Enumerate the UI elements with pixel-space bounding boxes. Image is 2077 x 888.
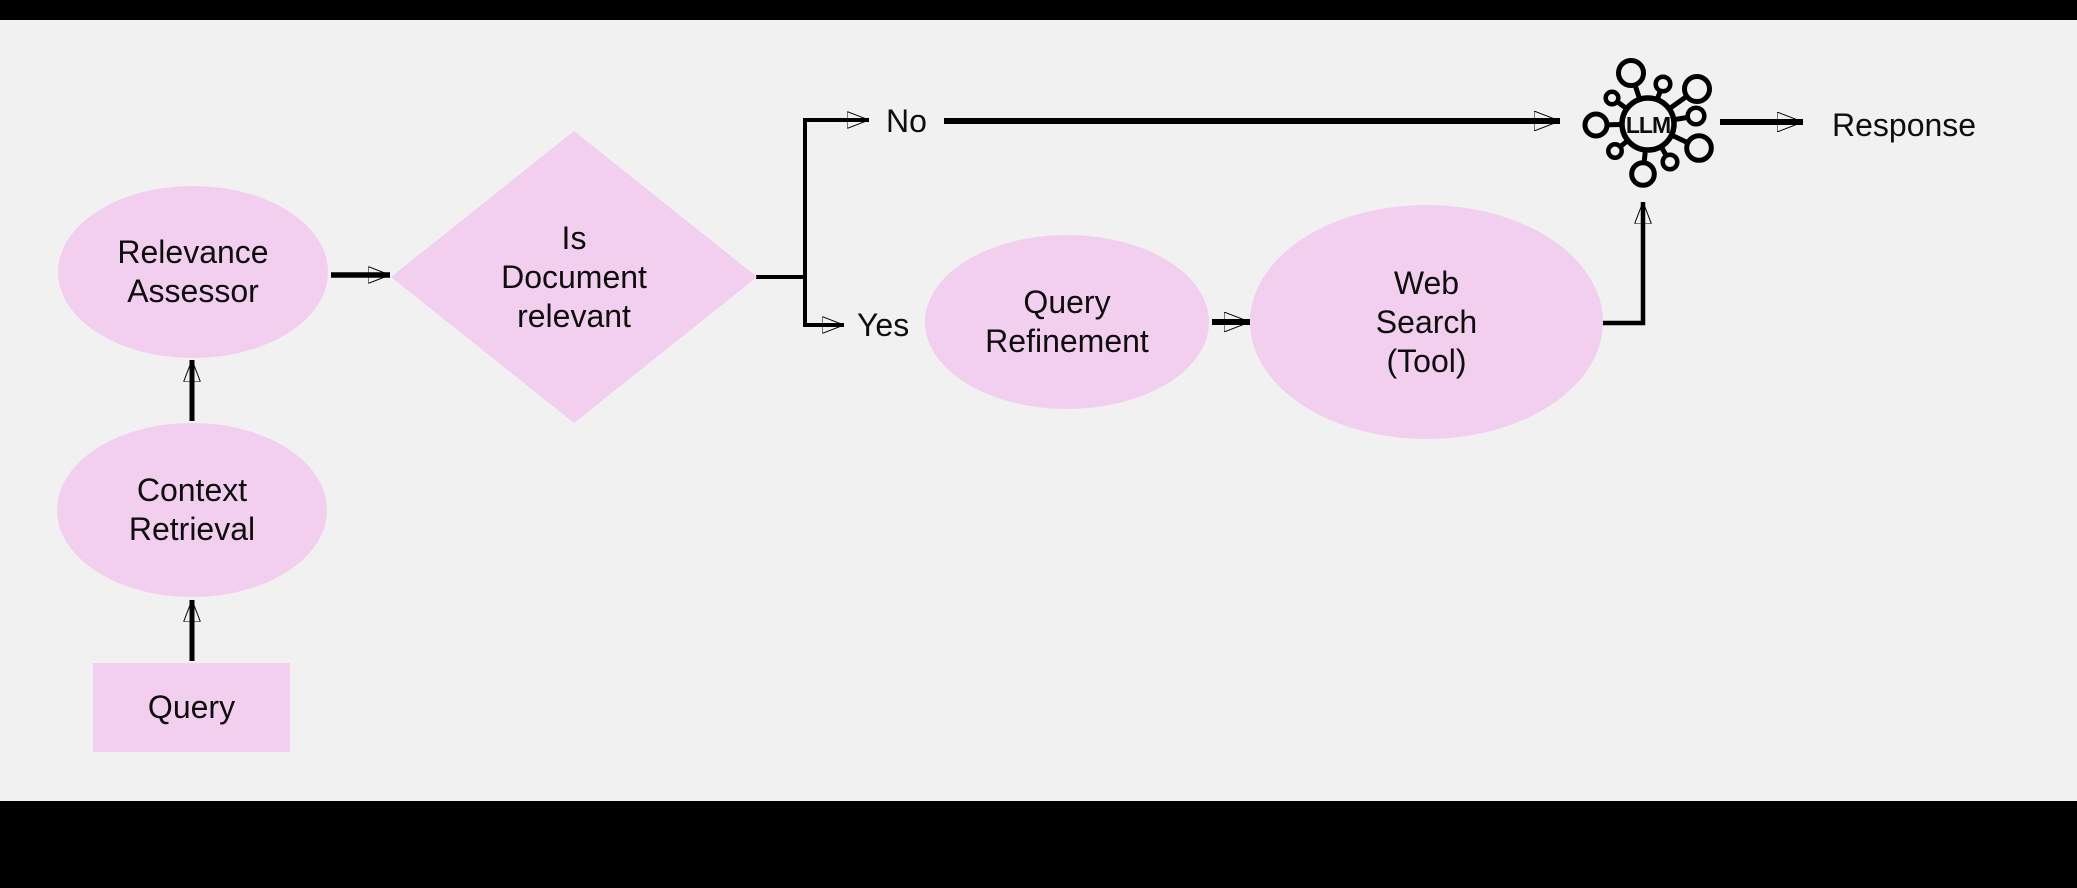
- letterbox-bottom: [0, 801, 2077, 888]
- node-relevance-assessor: Relevance Assessor: [58, 186, 328, 358]
- node-query-refinement: Query Refinement: [925, 235, 1209, 409]
- llm-icon-core: [1619, 95, 1677, 153]
- node-context-retrieval: Context Retrieval: [57, 423, 327, 597]
- node-query-refinement-label: Query Refinement: [985, 284, 1149, 359]
- node-web-search-label: Web Search (Tool): [1375, 264, 1478, 379]
- branch-label-no: No: [886, 103, 927, 139]
- branch-label-yes: Yes: [857, 307, 910, 343]
- node-query: Query: [93, 663, 290, 752]
- response-label: Response: [1832, 107, 1977, 143]
- connector-websearch-to-llm: [1601, 202, 1643, 326]
- llm-icon-label: LLM: [1626, 112, 1670, 138]
- llm-icon-satellites: [1582, 58, 1714, 188]
- node-context-retrieval-label: Context Retrieval: [128, 472, 256, 547]
- node-web-search-tool: Web Search (Tool): [1250, 205, 1603, 439]
- llm-network-icon: LLM: [1582, 58, 1714, 188]
- node-query-label: Query: [147, 689, 236, 725]
- node-relevance-assessor-label: Relevance Assessor: [117, 234, 269, 309]
- node-decision-label: Is Document relevant: [501, 219, 647, 334]
- letterbox-top: [0, 0, 2077, 20]
